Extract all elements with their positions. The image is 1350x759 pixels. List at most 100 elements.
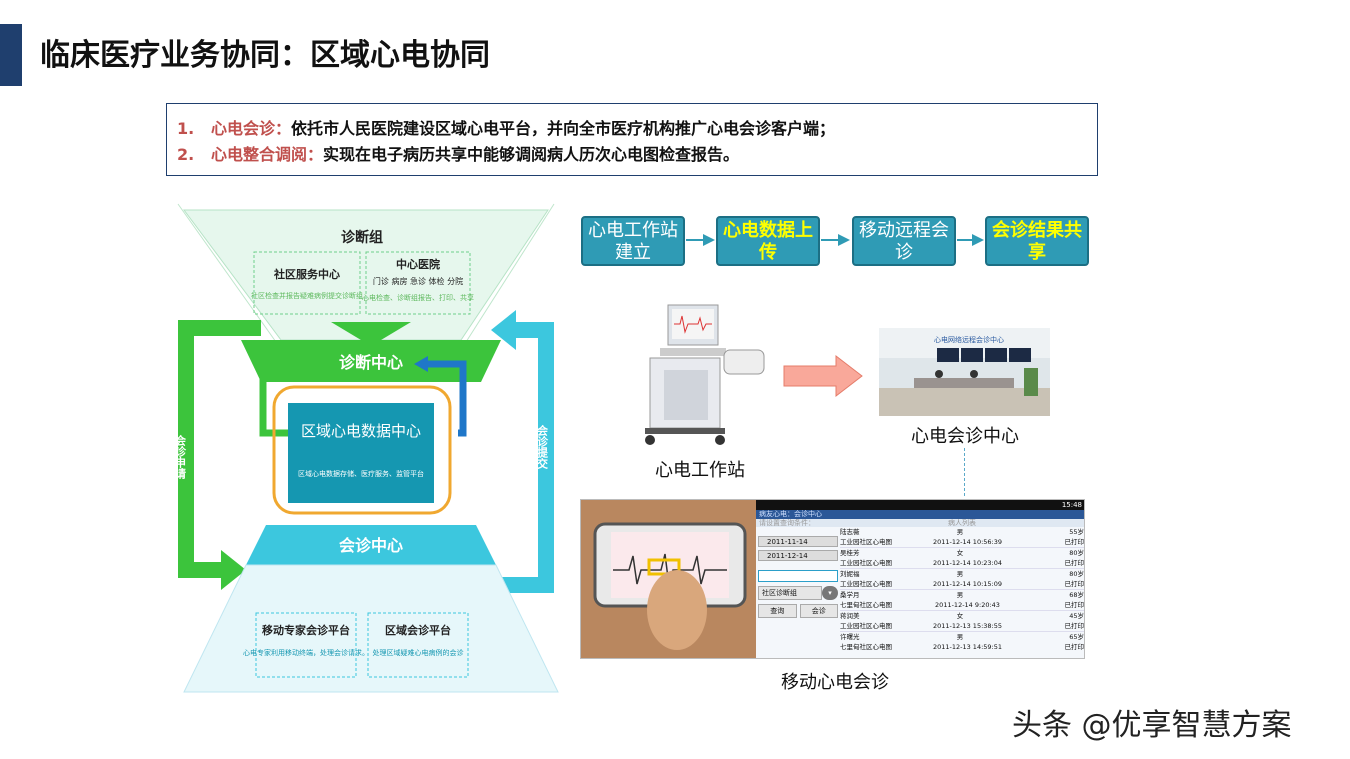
data-center-ring [272,385,452,515]
app-section-labels: 请设置查询条件： 病人列表 [756,519,1084,527]
consult-button[interactable]: 会诊 [799,604,838,618]
patient-gender: 女 [956,549,964,557]
patient-name: 蒋润美 [840,612,860,620]
patient-status: 已打印 [1064,538,1085,546]
patient-gender: 男 [956,591,964,599]
flow-step-label: 会诊结果共享 [992,220,1082,263]
center-sign-text: 心电网络远程会诊中心 [934,335,1004,344]
consultation-center-caption: 心电会诊中心 [911,426,1019,447]
page-title: 临床医疗业务协同：区域心电协同 [40,38,490,73]
flow-arrow [838,234,850,246]
flow-arrow [703,234,715,246]
mobile-platform-desc: 心电专家利用移动终端，处理会诊请求。 [243,648,369,657]
patient-status: 已打印 [1064,622,1085,630]
patient-status: 已打印 [1064,580,1085,588]
consult-center-label: 会诊中心 [339,536,403,555]
diagnosis-group-label: 诊断组 [341,229,383,246]
data-center-desc: 区域心电数据存储、医疗服务、监管平台 [298,469,424,478]
data-center-box [288,403,434,503]
patient-org: 七里甸社区心电图 [840,601,892,609]
consult-submit-arrowhead [491,310,516,350]
patient-age: 68岁 [1069,591,1084,599]
inner-blue-arrowhead [414,356,428,372]
list-label: 病人列表 [948,519,976,527]
diagnosis-center-band [241,340,501,382]
patient-status: 已打印 [1064,601,1085,609]
status-bar: 15:48 [756,500,1084,510]
patient-org: 工业园社区心电图 [840,580,892,588]
patient-time: 2011-12-14 10:15:09 [932,580,1003,588]
patient-time: 2011-12-14 10:23:04 [932,559,1003,567]
patient-time: 2011-12-14 9:20:43 [935,601,1000,609]
patient-name: 许曙光 [840,633,860,641]
diagnosis-center-label: 诊断中心 [339,353,403,372]
transfer-arrow [783,354,863,398]
title-accent-bar [0,24,22,86]
flow-step-label: 移动远程会诊 [859,220,949,263]
query-form: 2011-11-14 2011-12-14 社区诊断组 ▾ 查询 会诊 [758,536,838,618]
central-hospital-sub: 门诊 病房 急诊 体检 分院 [373,276,463,286]
flow-arrow [972,234,984,246]
regional-platform-box [367,612,469,678]
chevron-down-icon[interactable]: ▾ [822,586,838,600]
community-center-box [253,251,361,315]
date-to-field[interactable]: 2011-12-14 [758,550,838,561]
flow-step-3: 移动远程会诊 [852,216,956,266]
patient-time: 2011-12-14 10:56:39 [932,538,1003,546]
diagnosis-pointer [331,322,411,346]
inner-blue-arrow [428,360,467,437]
central-hospital-box [365,251,471,315]
app-header: 病友心电：会诊中心 [756,510,1084,519]
query-button[interactable]: 查询 [758,604,797,618]
info-item: 1. 心电会诊：依托市人民医院建设区域心电平台，并向全市医疗机构推广心电会诊客户… [177,116,1087,142]
info-item-key: 心电会诊： [210,119,291,138]
consult-request-arrow [178,320,261,578]
connector-dashed-line [964,448,965,496]
date-from-field[interactable]: 2011-11-14 [758,536,838,547]
consult-center-band [246,525,496,565]
patient-time: 2011-12-13 15:38:55 [932,622,1003,630]
patient-org: 工业园社区心电图 [840,622,892,630]
status-time: 15:48 [1061,501,1082,509]
patient-org: 七里甸社区心电图 [840,643,892,651]
consult-submit-label: 会诊提交 [536,424,549,470]
info-item-text: 实现在电子病历共享中能够调阅病人历次心电图检查报告。 [322,145,739,164]
central-hospital-desc: 心电检查、诊断组报告、打印、共享 [362,293,474,302]
central-hospital-title: 中心医院 [396,257,440,271]
patient-org: 工业园社区心电图 [840,559,892,567]
funnel-edge-left [177,203,277,343]
patient-age: 80岁 [1069,549,1084,557]
patient-status: 已打印 [1064,559,1085,567]
patient-age: 80岁 [1069,570,1084,578]
action-buttons: 查询 会诊 [758,604,838,618]
consult-submit-arrow [476,322,554,593]
regional-platform-desc: 处理区域疑难心电病例的会诊 [373,648,464,657]
patient-gender: 男 [956,633,964,641]
consult-lower-funnel [183,564,559,693]
patient-status: 已打印 [1064,643,1085,651]
community-center-title: 社区服务中心 [273,267,340,281]
flow-step-label: 心电数据上传 [723,220,813,263]
watermark: 头条 @优享智慧方案 [1012,708,1292,743]
patient-gender: 男 [956,528,964,536]
group-select[interactable]: 社区诊断组 [758,586,822,600]
flow-arrow-line [821,239,839,241]
info-item-text: 依托市人民医院建设区域心电平台，并向全市医疗机构推广心电会诊客户端； [290,119,835,138]
info-item-number: 1. [177,119,195,138]
query-label: 请设置查询条件： [759,519,815,527]
patient-age: 55岁 [1069,528,1084,536]
group-select-row: 社区诊断组 ▾ [758,586,838,600]
info-item-number: 2. [177,145,195,164]
info-box: 1. 心电会诊：依托市人民医院建设区域心电平台，并向全市医疗机构推广心电会诊客户… [166,103,1098,176]
patient-name-input[interactable] [758,570,838,582]
funnel-edge-right [465,203,555,343]
workstation-caption: 心电工作站 [655,460,745,481]
inner-green-arrow [259,360,296,437]
